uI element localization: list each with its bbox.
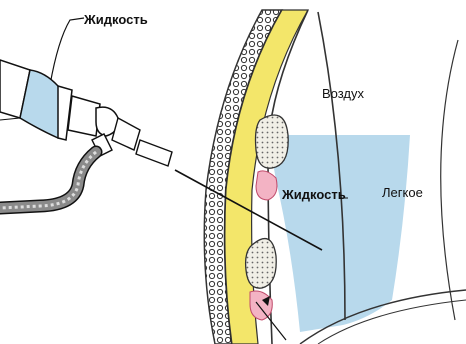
rib-lower — [246, 239, 277, 289]
lung-outline-right — [441, 40, 458, 320]
label-syringe-fluid: Жидкость — [84, 13, 148, 26]
syringe-fluid-leader — [50, 18, 84, 85]
intercostal-vessel-upper — [256, 171, 277, 200]
rib-upper — [256, 115, 289, 168]
intercostal-vessel-lower — [250, 291, 272, 320]
label-pleural-fluid: Жидкость — [282, 188, 346, 201]
label-air: Воздух — [322, 87, 364, 100]
label-lung: Легкое — [382, 186, 423, 199]
syringe-icon — [0, 60, 72, 140]
drainage-tube-icon — [0, 152, 96, 208]
